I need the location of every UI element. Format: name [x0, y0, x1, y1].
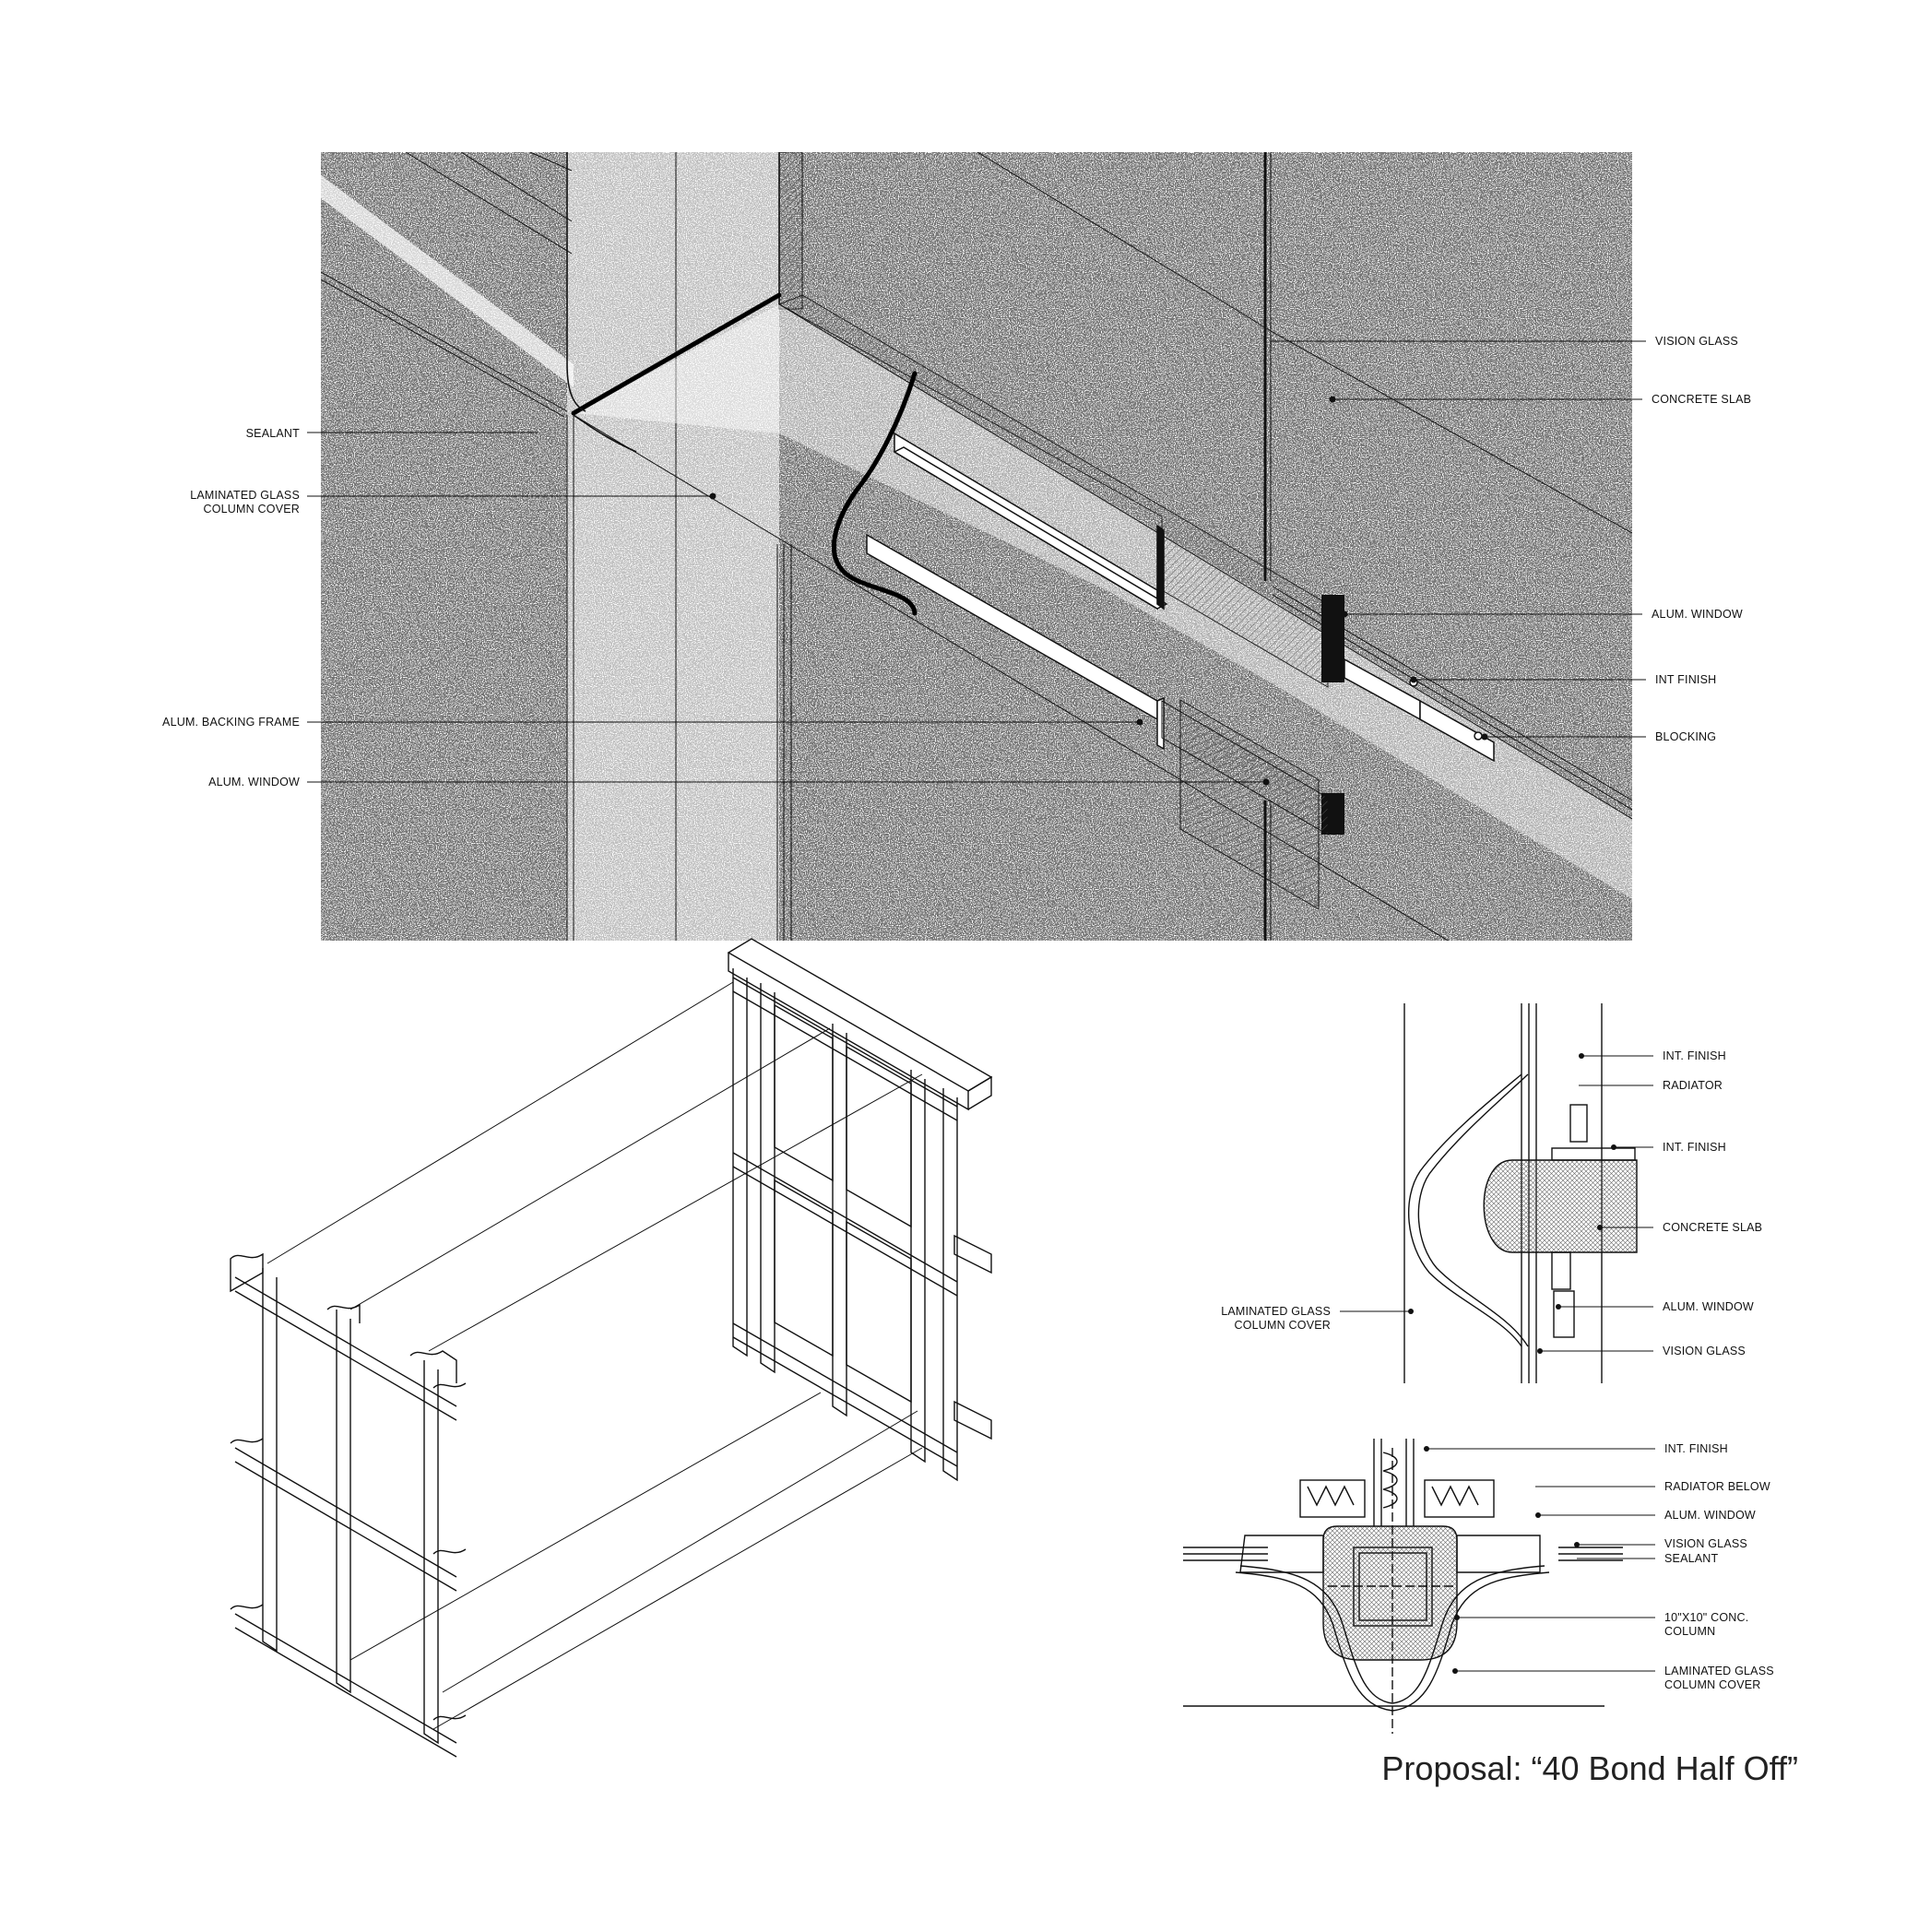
svg-text:COLUMN: COLUMN	[1664, 1625, 1715, 1638]
alum-extrusions	[866, 432, 1168, 751]
svg-text:COLUMN COVER: COLUMN COVER	[1235, 1319, 1332, 1332]
axon-left-labels: SEALANT LAMINATED GLASS COLUMN COVER ALU…	[162, 427, 1270, 788]
section-glass-cover	[1407, 1073, 1522, 1347]
label-int-finish: INT FINISH	[1655, 673, 1716, 686]
upper-mullion	[778, 152, 803, 310]
label-blocking: BLOCKING	[1655, 730, 1716, 743]
concrete-slab	[574, 304, 1632, 899]
front-frame	[230, 1252, 467, 1758]
label-sealant: SEALANT	[246, 427, 301, 440]
label-backing-frame: ALUM. BACKING FRAME	[162, 716, 300, 729]
section-detail: INT. FINISH RADIATOR INT. FINISH CONCRET…	[1221, 1003, 1762, 1383]
svg-text:VISION GLASS: VISION GLASS	[1664, 1537, 1747, 1550]
label-laminated-1: LAMINATED GLASS	[190, 489, 300, 502]
axon-right-labels: VISION GLASS CONCRETE SLAB ALUM. WINDOW …	[1271, 335, 1751, 743]
svg-text:CONCRETE SLAB: CONCRETE SLAB	[1663, 1221, 1762, 1234]
section-labels: INT. FINISH RADIATOR INT. FINISH CONCRET…	[1221, 1049, 1762, 1357]
svg-text:LAMINATED GLASS: LAMINATED GLASS	[1221, 1305, 1331, 1318]
column-face	[567, 152, 779, 941]
window-head-block	[777, 294, 1329, 688]
svg-text:COLUMN COVER: COLUMN COVER	[1664, 1678, 1761, 1691]
svg-text:ALUM. WINDOW: ALUM. WINDOW	[1663, 1300, 1754, 1313]
section-concrete-slab	[1483, 1159, 1638, 1253]
glass-cover-curve	[831, 371, 918, 616]
svg-text:INT. FINISH: INT. FINISH	[1663, 1049, 1726, 1062]
rear-frame	[727, 938, 993, 1482]
label-laminated-2: COLUMN COVER	[204, 503, 301, 516]
axonometric-detail	[321, 152, 1632, 941]
svg-text:RADIATOR: RADIATOR	[1663, 1079, 1723, 1092]
exploded-frame-axon	[230, 938, 993, 1758]
plan-detail: INT. FINISH RADIATOR BELOW ALUM. WINDOW …	[1183, 1439, 1774, 1734]
label-vision-glass: VISION GLASS	[1655, 335, 1738, 348]
projection-lines	[266, 981, 923, 1730]
svg-text:10"X10" CONC.: 10"X10" CONC.	[1664, 1611, 1748, 1624]
alum-window-block	[1321, 595, 1344, 682]
svg-text:LAMINATED GLASS: LAMINATED GLASS	[1664, 1665, 1774, 1677]
plan-glass-cover	[1235, 1571, 1550, 1712]
svg-text:INT. FINISH: INT. FINISH	[1663, 1141, 1726, 1154]
label-alum-window-left: ALUM. WINDOW	[208, 776, 300, 788]
proposal-title: Proposal: “40 Bond Half Off”	[1381, 1749, 1798, 1787]
svg-text:SEALANT: SEALANT	[1664, 1552, 1719, 1565]
svg-text:ALUM. WINDOW: ALUM. WINDOW	[1664, 1509, 1756, 1522]
svg-text:RADIATOR BELOW: RADIATOR BELOW	[1664, 1480, 1770, 1493]
plan-labels: INT. FINISH RADIATOR BELOW ALUM. WINDOW …	[1424, 1442, 1774, 1691]
svg-text:INT. FINISH: INT. FINISH	[1664, 1442, 1728, 1455]
label-alum-window-right: ALUM. WINDOW	[1652, 608, 1743, 621]
label-concrete-slab: CONCRETE SLAB	[1652, 393, 1751, 406]
glass-cover-edge	[571, 292, 782, 416]
svg-text:VISION GLASS: VISION GLASS	[1663, 1345, 1746, 1357]
